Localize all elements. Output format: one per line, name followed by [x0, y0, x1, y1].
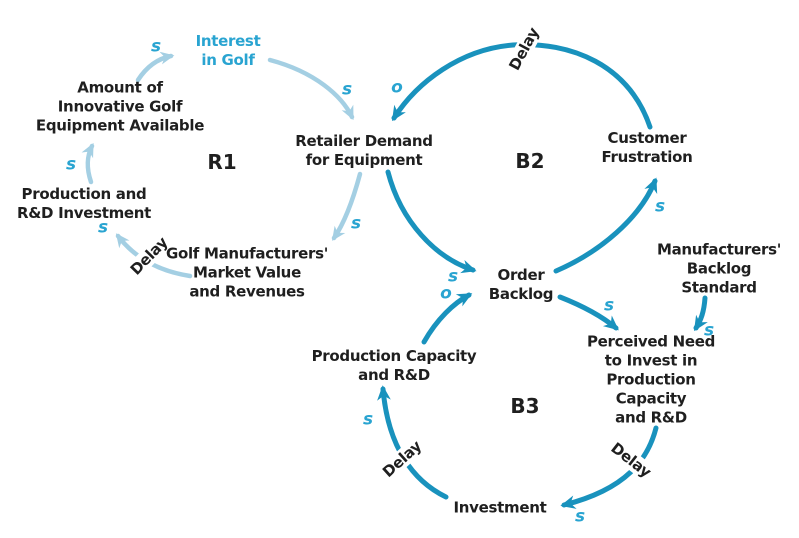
node-perceived-need-invest: Perceived Need to Invest in Production C…	[586, 332, 716, 427]
polarity-s-amount-interest: s	[150, 36, 162, 57]
polarity-s-backlog-frustration: s	[654, 196, 666, 217]
loop-label-b3: B3	[510, 394, 540, 418]
polarity-s-backlog-perceived: s	[603, 295, 615, 316]
polarity-s-perceived-investment: s	[574, 506, 586, 527]
arrow-amount-to-interest	[135, 51, 175, 83]
polarity-s-interest-retailer: s	[341, 79, 353, 100]
node-investment: Investment	[453, 498, 547, 517]
polarity-s-production-amount: s	[65, 154, 77, 175]
polarity-o-frustration-retailer: o	[391, 77, 403, 98]
polarity-s-investment-capacity: s	[362, 409, 374, 430]
arrow-standard-to-perceived-need	[693, 295, 708, 332]
arrow-production-investment-to-amount	[81, 142, 95, 185]
node-retailer-demand: Retailer Demand for Equipment	[295, 132, 433, 169]
arrow-capacity-to-order-backlog	[421, 292, 473, 345]
node-production-capacity-rd: Production Capacity and R&D	[311, 347, 477, 384]
polarity-s-value-production: s	[97, 217, 109, 238]
polarity-s-retailer-backlog: s	[447, 266, 459, 287]
arrow-order-backlog-to-perceived-need	[557, 294, 619, 331]
polarity-s-retailer-value: s	[350, 213, 362, 234]
arrow-perceived-need-to-investment	[560, 425, 659, 509]
polarity-o-capacity-backlog: o	[440, 283, 452, 304]
node-production-rd-investment: Production and R&D Investment	[16, 185, 152, 222]
loop-label-b2: B2	[515, 149, 545, 173]
polarity-s-standard-perceived: s	[703, 320, 715, 341]
arrow-order-backlog-to-frustration	[553, 177, 658, 274]
node-manufacturers-backlog-standard: Manufacturers' Backlog Standard	[656, 240, 782, 297]
arrow-retailer-demand-to-market-value	[331, 171, 363, 241]
node-interest-in-golf: Interest in Golf	[195, 32, 261, 69]
arrow-interest-to-retailer-demand	[267, 57, 355, 121]
node-customer-frustration: Customer Frustration	[601, 129, 693, 166]
loop-label-r1: R1	[207, 150, 237, 174]
node-amount-innovative-equipment: Amount of Innovative Golf Equipment Avai…	[35, 78, 205, 135]
arrow-frustration-to-retailer-demand	[391, 42, 653, 130]
node-order-backlog: Order Backlog	[488, 266, 554, 303]
node-golf-manufacturers-value: Golf Manufacturers' Market Value and Rev…	[165, 244, 329, 301]
arrow-retailer-demand-to-order-backlog	[385, 169, 477, 274]
